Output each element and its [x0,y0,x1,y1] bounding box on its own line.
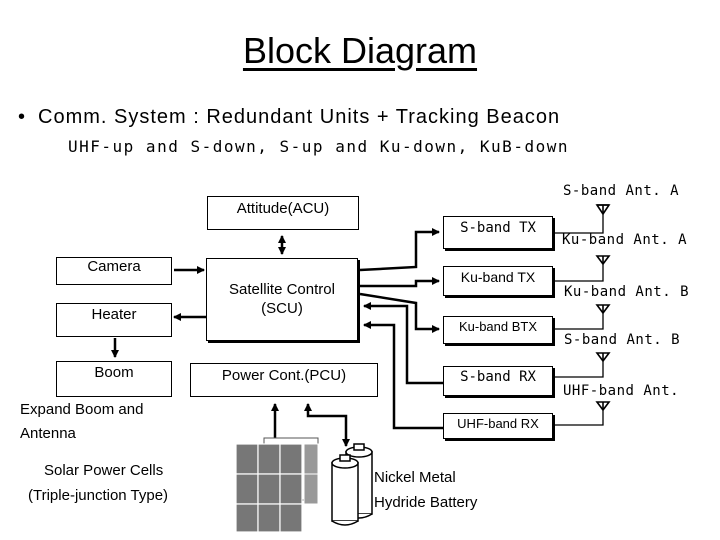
scu-block: Satellite Control (SCU) [206,258,358,341]
uhf-band-rx-block: UHF-band RX [443,413,553,439]
attitude-block: Attitude(ACU) [207,196,359,230]
feed-kutx-ant-a [553,264,604,282]
wire-scu-kutx [360,277,440,288]
antenna-label-ku-b: Ku-band Ant. B [564,284,690,300]
solar-panel-icon [235,437,319,533]
bullet-text: • Comm. System : Redundant Units + Tracki… [18,106,560,129]
s-band-tx-block: S-band TX [443,216,553,249]
boom-block: Boom [56,361,172,397]
battery-caption-line2: Hydride Battery [374,494,478,511]
antenna-label-s-a: S-band Ant. A [563,183,680,199]
ku-band-btx-block: Ku-band BTX [443,316,553,344]
battery-icon [331,443,373,526]
antenna-label-s-b: S-band Ant. B [564,332,681,348]
ku-band-tx-block: Ku-band TX [443,266,553,296]
wire-scu-stx [359,228,440,272]
antenna-icon-uhf [595,401,611,412]
subtitle: UHF-up and S-down, S-up and Ku-down, KuB… [68,137,569,156]
page-title: Block Diagram [242,30,478,71]
feed-stx-ant-a [553,214,604,234]
antenna-icon-s-b [595,352,611,363]
solar-caption-line2: (Triple-junction Type) [28,487,169,504]
wire-srx-scu [363,302,443,385]
wire-uhfrx-scu [363,321,443,430]
antenna-label-uhf: UHF-band Ant. [563,383,680,399]
wire-scu-kubtx [359,292,440,333]
pcu-block: Power Cont.(PCU) [190,363,378,397]
battery-caption-line1: Nickel Metal [374,469,456,486]
feed-kubtx-ant-b [553,313,604,330]
camera-block: Camera [56,257,172,285]
antenna-icon-ku-a [595,255,611,266]
antenna-icon-ku-b [595,304,611,315]
bullet-dot-icon: • [18,106,27,128]
bullet-label: Comm. System : Redundant Units + Trackin… [38,106,561,128]
antenna-icon-s-a [595,204,611,216]
boom-caption-line1: Expand Boom and [20,401,144,418]
wire-pcu-battery [304,403,350,447]
feed-srx-ant-b [553,361,604,378]
scu-sublabel: (SCU) [261,299,303,317]
solar-caption-line1: Solar Power Cells [44,462,164,479]
boom-caption-line2: Antenna [20,425,76,442]
scu-label: Satellite Control [229,280,335,298]
antenna-label-ku-a: Ku-band Ant. A [562,232,688,248]
heater-block: Heater [56,303,172,337]
s-band-rx-block: S-band RX [443,366,553,396]
feed-uhfrx-ant [553,410,604,426]
